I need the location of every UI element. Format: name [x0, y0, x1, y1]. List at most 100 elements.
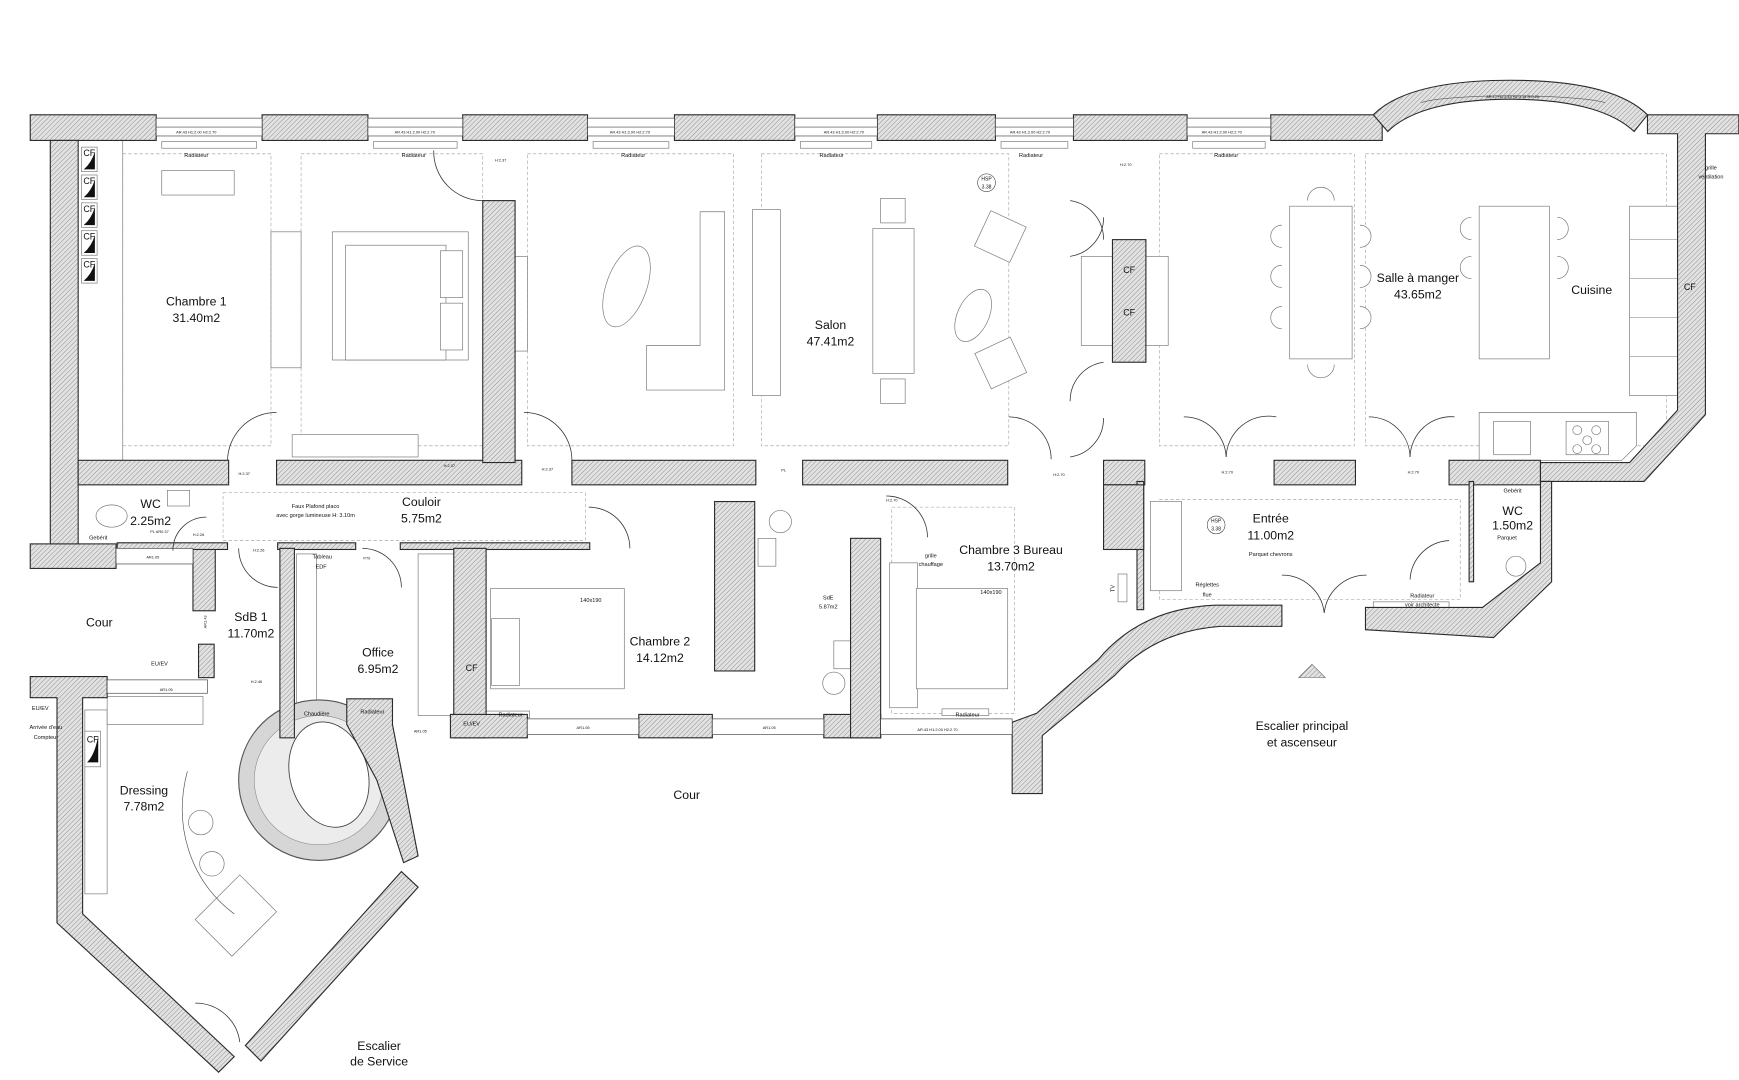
note: voir architecte: [1405, 602, 1440, 608]
note: 140x190: [980, 590, 1001, 596]
ceiling-zone: [222, 492, 586, 541]
window-label: AR.43 H1:2.00 H2:2.70: [917, 727, 958, 732]
armchair: [973, 210, 1027, 263]
note: EU/EV: [463, 722, 480, 728]
wall-segment: [482, 200, 516, 464]
closet: [889, 562, 918, 709]
stool: [1459, 217, 1472, 240]
note: Réglettes: [1195, 582, 1219, 588]
hsp-label: 3.38: [982, 184, 992, 190]
note: flue: [1203, 592, 1212, 598]
fireplace: [1080, 256, 1116, 346]
cf-icon: [83, 151, 95, 170]
room-name: SdE: [823, 596, 834, 602]
washbasin: [188, 809, 214, 836]
room-area: 11.00m2: [1247, 528, 1294, 542]
room-area: 14.12m2: [636, 651, 684, 665]
window-label: AR1.43: [202, 615, 207, 628]
outside-label: Cour: [673, 788, 700, 802]
door-swing: [1070, 417, 1104, 458]
chair: [1359, 224, 1372, 248]
note: EU/EV: [32, 706, 49, 712]
bench: [291, 434, 419, 458]
wall-segment: [1364, 480, 1553, 639]
geberit-label: Gebérit: [89, 535, 108, 541]
chair: [1270, 224, 1282, 248]
height-label: H:2.26: [193, 532, 204, 537]
wall-segment: [673, 114, 796, 141]
stool: [880, 198, 906, 224]
cf-icon: [83, 235, 95, 254]
wall-segment: [1448, 459, 1542, 486]
height-label: H:2.70: [1408, 470, 1420, 475]
room-area: 2.25m2: [130, 514, 171, 528]
wall-segment: [276, 459, 523, 486]
window-label: AR.43 H1:2.00 H2:2.70: [610, 130, 651, 135]
door-swing: [1409, 416, 1455, 457]
cf-label: CF: [1123, 265, 1135, 275]
room-name: Chambre 2: [630, 634, 691, 648]
wall-segment: [1102, 484, 1145, 551]
note: grille: [925, 553, 937, 559]
note: grille: [1705, 165, 1717, 171]
radiator-label: Radiateur: [499, 713, 523, 719]
height-label: H:2.37: [444, 463, 455, 468]
door-swing: [588, 506, 631, 549]
door-swing: [886, 495, 928, 538]
burner: [1591, 425, 1601, 436]
height-label: H:2.70: [1053, 472, 1065, 477]
wall-segment: [77, 459, 230, 486]
wall-segment: [876, 114, 997, 141]
window-label: AR.43 H1:2.00 H2:2.70: [1010, 130, 1051, 135]
room-name: Dressing: [120, 784, 169, 798]
wall-segment: [571, 459, 757, 486]
stool: [1557, 256, 1569, 279]
cf-label: CF: [1684, 282, 1696, 292]
ceiling-note: Faux Plafond placo: [292, 504, 340, 510]
wall-segment: [453, 547, 487, 739]
cf-label: CF: [83, 148, 95, 158]
cf-icon: [83, 179, 95, 198]
room-name: Cuisine: [1571, 283, 1612, 297]
room-name: Office: [362, 645, 394, 659]
mirror-panel: [270, 231, 302, 369]
window-label: AR.43 H1:2.00 H2:2.70: [824, 130, 865, 135]
window-label: AR.43 H1:2.00 H2:2.70: [1202, 130, 1243, 135]
cf-label: CF: [83, 204, 95, 214]
wall-segment: [1273, 459, 1357, 486]
entrance-arrow-icon: [1297, 663, 1327, 678]
note: Radiateur: [1410, 593, 1434, 599]
height-label: H:2.70: [1120, 162, 1132, 167]
geberit-label: Gebérit: [1503, 489, 1522, 495]
chair: [1307, 186, 1335, 201]
door-swing: [1323, 574, 1367, 614]
chair: [1359, 264, 1372, 288]
closet: [417, 553, 455, 716]
wall-segment: [277, 542, 357, 551]
cf-label: CF: [1123, 307, 1135, 317]
furniture-layer: [77, 140, 1701, 957]
cf-icon: [83, 207, 95, 226]
window-label: AR1.05: [763, 725, 776, 730]
burner: [1591, 444, 1601, 454]
radiator: [800, 141, 873, 149]
cf-label: CF: [83, 259, 95, 269]
window-label: AR.17 H1:2.43 H2:3.18 R:0.20: [1486, 94, 1540, 99]
room-area: 11.70m2: [228, 627, 275, 641]
room-name: WC: [140, 497, 161, 511]
door-swing: [1368, 416, 1411, 457]
radiator-label: Radiateur: [956, 713, 980, 719]
height-label: H:2.46: [251, 679, 262, 684]
bed: [915, 588, 1009, 690]
wall-segment: [197, 643, 215, 679]
hsp-label: HSP: [981, 177, 992, 183]
wall-segment: [1468, 480, 1475, 583]
wall-segment: [29, 543, 117, 569]
wall-segment: [1102, 459, 1146, 486]
counter: [1629, 205, 1678, 396]
note: TV: [1111, 585, 1117, 592]
ceiling-note: avec gorge lumineuse H: 3.10m: [276, 513, 355, 519]
window: [115, 548, 194, 565]
room-name: WC: [1502, 504, 1523, 518]
mattress: [345, 244, 447, 361]
